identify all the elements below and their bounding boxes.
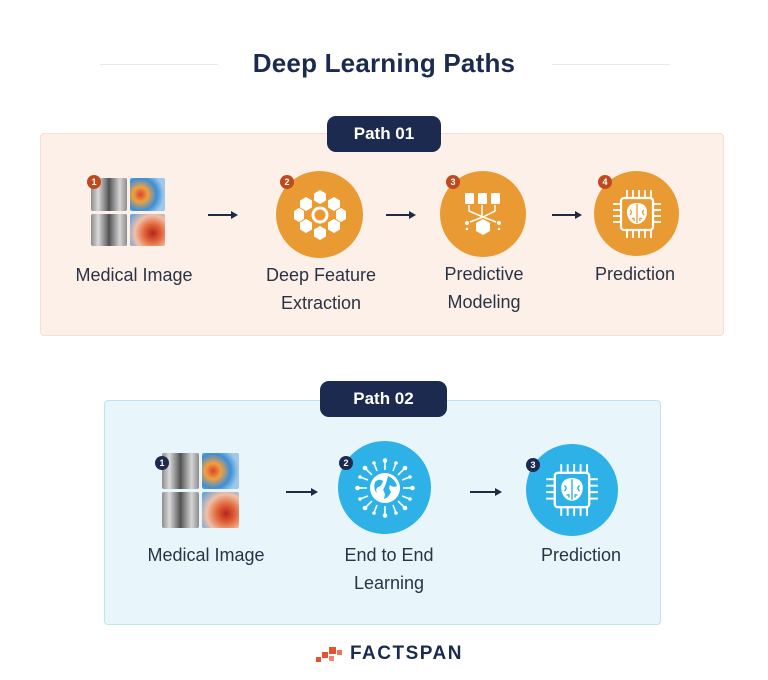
page-title: Deep Learning Paths (252, 48, 516, 78)
step-label: End to End Learning (344, 545, 434, 593)
path-02-pill: Path 02 (320, 381, 447, 417)
step-label: Medical Image (75, 265, 193, 285)
path-01-pill: Path 01 (327, 116, 441, 152)
step-label: Deep Feature Extraction (265, 265, 377, 313)
title-divider-right (552, 64, 670, 65)
step-badge: 1 (87, 175, 101, 189)
step-badge: 4 (598, 175, 612, 189)
chest-xray-image (91, 178, 165, 246)
title-divider-left (100, 64, 218, 65)
globe-network-icon (338, 441, 431, 534)
step-badge: 1 (155, 456, 169, 470)
arrow-icon (470, 487, 502, 497)
factspan-logo-text: FACTSPAN (350, 643, 463, 664)
factspan-logo-mark (316, 647, 342, 663)
arrow-icon (208, 210, 238, 220)
arrow-icon (386, 210, 416, 220)
step-badge: 3 (526, 458, 540, 472)
step-label: Medical Image (147, 545, 265, 565)
step-badge: 2 (280, 175, 294, 189)
title-block: Deep Learning Paths (0, 48, 768, 84)
step-label: Prediction (540, 545, 622, 565)
arrow-icon (286, 487, 318, 497)
arrow-icon (552, 210, 582, 220)
step-badge: 2 (339, 456, 353, 470)
step-label: Prediction (594, 264, 676, 284)
step-label: Predictive Modeling (444, 264, 524, 312)
hexagon-network-icon (276, 171, 363, 258)
brain-chip-icon (526, 444, 618, 536)
chest-xray-image (162, 453, 239, 528)
step-badge: 3 (446, 175, 460, 189)
